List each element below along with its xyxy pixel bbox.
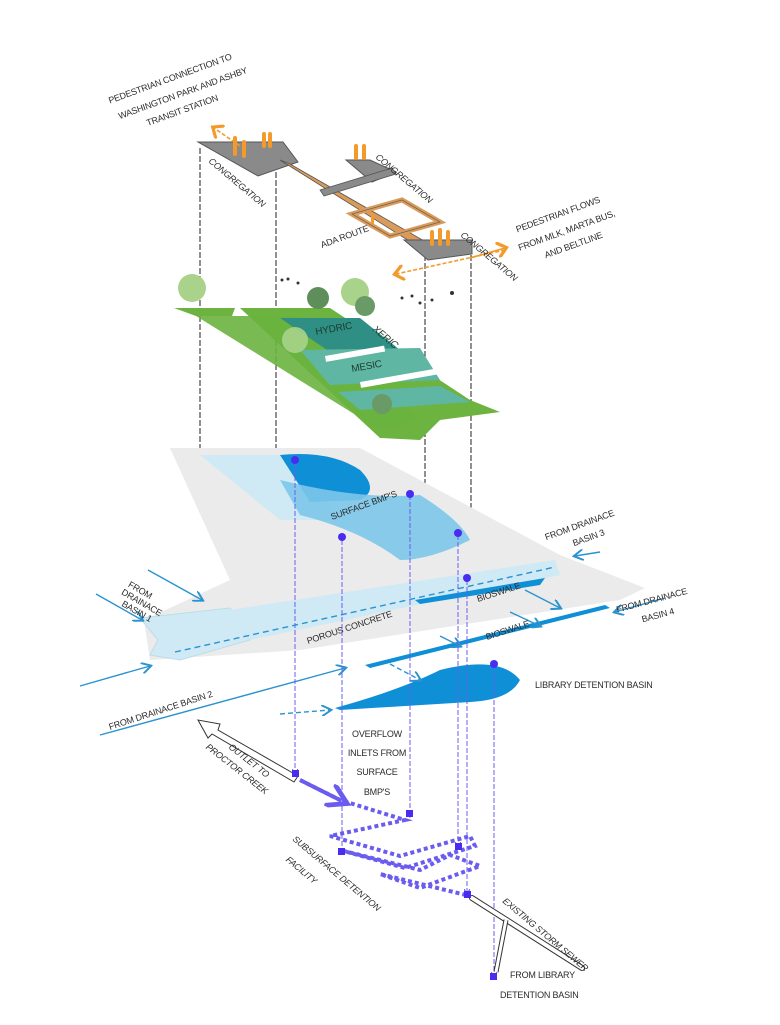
label-line: FROM LIBRARY (510, 970, 575, 980)
bioswale-lower (365, 605, 610, 668)
flow-arrow (389, 663, 420, 680)
subsurface-node (490, 973, 497, 980)
bird-icon (410, 294, 414, 298)
bioswale-upper (415, 578, 545, 604)
flow-arrow (524, 589, 560, 608)
person-icon (371, 213, 374, 225)
flow-arrow (439, 635, 460, 646)
person-icon (446, 230, 450, 246)
person-icon (430, 230, 434, 246)
white-strip (325, 345, 386, 362)
from-library-label: FROM LIBRARY DETENTION BASIN (500, 970, 579, 1000)
porous-trench (230, 560, 560, 640)
tree-icon (307, 287, 329, 309)
bird-icon (450, 291, 454, 295)
pedestrian-connection-label: PEDESTRIAN CONNECTION TO WASHINGTON PARK… (107, 51, 249, 127)
drainage-basin-1-area (139, 607, 251, 661)
person-icon (262, 132, 266, 148)
label-line: BASIN 4 (641, 606, 676, 624)
flow-arrow (99, 668, 345, 736)
label-line: BMP'S (364, 787, 390, 797)
pedestrian-flows-label: PEDESTRIAN FLOWS FROM MLK, MARTA BUS, AN… (515, 195, 617, 261)
label-line: DETENTION BASIN (500, 990, 579, 1000)
white-strip (360, 368, 440, 388)
library-connector (494, 919, 508, 973)
flow-arrow (95, 593, 142, 620)
subsurface-detention-label: SUBSURFACE DETENTION FACILITY (284, 834, 383, 914)
subsurface-node (406, 810, 413, 817)
person-icon (242, 140, 246, 158)
flow-arrows (79, 552, 666, 736)
flow-arrow (509, 611, 540, 626)
inlet-node (338, 533, 346, 541)
trench-centerline (174, 566, 556, 653)
label-line: OVERFLOW (352, 729, 403, 739)
outlet-arrow (197, 719, 299, 783)
mesic-label: MESIC (351, 359, 383, 375)
lower-zone (338, 386, 470, 410)
person-icon (354, 144, 358, 160)
library-detention-basin-label: LIBRARY DETENTION BASIN (535, 680, 653, 690)
existing-storm-sewer-label: EXISTING STORM SEWER (501, 896, 591, 974)
subsurface-nodes (292, 770, 497, 980)
pedestrian-connection-arrow (214, 128, 241, 147)
ada-route-label: ADA ROUTE (319, 223, 370, 250)
subsurface-node (338, 848, 345, 855)
tree-icon (282, 327, 308, 353)
congregation-plaza-1 (196, 141, 299, 177)
inlet-node (490, 660, 498, 668)
ada-route-outline (351, 199, 441, 237)
from-drainage-basin-2-label: FROM DRAINACE BASIN 2 (108, 689, 214, 732)
pedestrian-flow-arrow-right (469, 248, 505, 259)
inlet-node (454, 529, 462, 537)
subsurface-node (292, 770, 299, 777)
birds (280, 277, 454, 305)
inlet-node (291, 456, 299, 464)
existing-storm-sewer (470, 896, 584, 970)
inlet-node (463, 574, 471, 582)
congregation-label-2: CONGREGATION (374, 152, 435, 206)
label-line: SURFACE (356, 767, 397, 777)
outflow-arrow (299, 778, 340, 800)
flow-arrow (147, 569, 202, 600)
tree-icon (355, 296, 375, 316)
congregation-label-3: CONGREGATION (459, 230, 520, 284)
person-icon (362, 144, 366, 160)
subsurface-layer: OUTLET TO PROCTOR CREEK OVERFLOW INLETS … (197, 719, 591, 1000)
library-detention-basin (335, 664, 520, 710)
bird-icon (280, 278, 284, 282)
bird-icon (286, 277, 290, 281)
tree-icon (178, 274, 206, 302)
flow-arrow (79, 666, 150, 687)
surface-inlet-nodes (291, 456, 498, 668)
circulation-layer: PEDESTRIAN CONNECTION TO WASHINGTON PARK… (107, 51, 617, 284)
hydric-zone (280, 318, 400, 352)
subsurface-node (455, 843, 462, 850)
flow-arrow (615, 597, 666, 612)
inlet-node (406, 490, 414, 498)
person-icon (438, 228, 442, 246)
bird-icon (418, 301, 422, 305)
overflow-inlets-label: OVERFLOW INLETS FROM SURFACE BMP'S (348, 729, 407, 797)
label-line: INLETS FROM (348, 748, 406, 758)
surface-bmp-channel (280, 480, 470, 560)
bioswale-label-2: BIOSWALE (485, 618, 531, 642)
subsurface-node (464, 891, 471, 898)
tree-icon (372, 394, 392, 414)
trees (178, 274, 392, 414)
bird-icon (430, 298, 434, 302)
bird-icon (296, 281, 300, 285)
planting-layer: HYDRIC XERIC MESIC (174, 274, 500, 440)
flow-arrow (575, 552, 601, 556)
flow-arrow (279, 710, 330, 714)
bird-icon (400, 296, 404, 300)
from-drainage-basin-3-label: FROM DRAINACE BASIN 3 (544, 508, 616, 548)
planting-strip (174, 308, 235, 316)
person-icon (233, 136, 237, 156)
person-icon (268, 132, 272, 148)
surface-water-layer: SURFACE BMP'S FROM DRAINACE BASIN 3 FROM… (79, 448, 688, 736)
connector-path (319, 167, 397, 197)
subsurface-detention-pipe (299, 778, 486, 898)
